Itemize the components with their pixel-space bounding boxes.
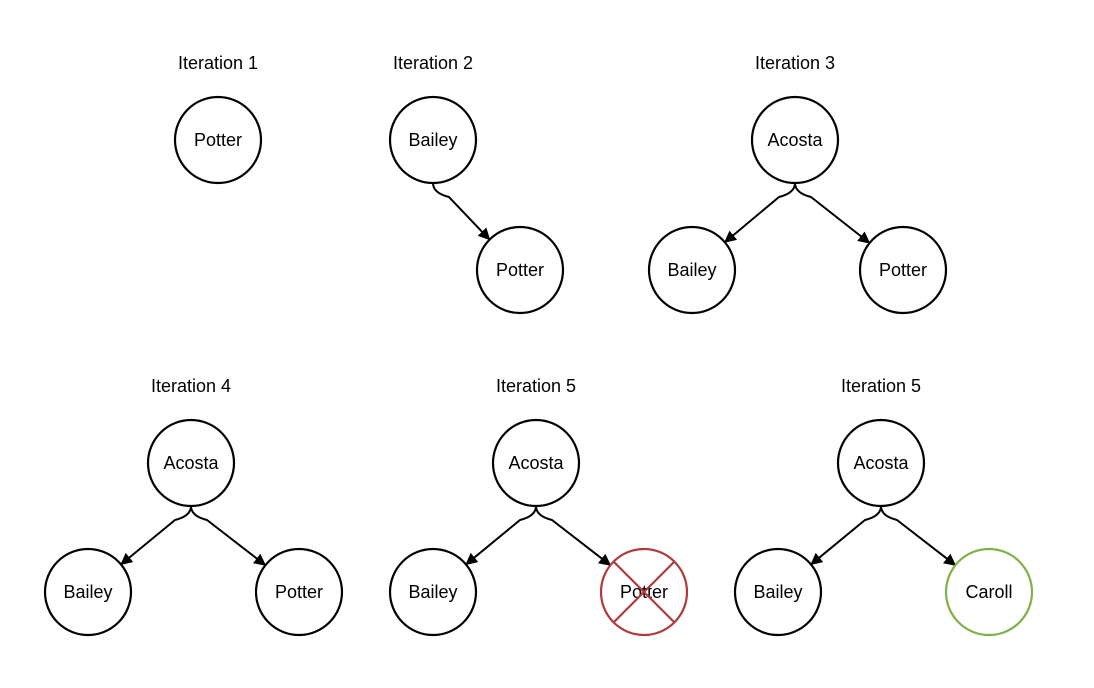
node-potter: Potter <box>254 547 344 637</box>
node-acosta: Acosta <box>750 95 840 185</box>
edge-n1-to-n2 <box>432 182 491 241</box>
edge-n1-to-n2 <box>810 505 882 566</box>
node-potter: Potter <box>858 225 948 315</box>
iteration-6-title: Iteration 5 <box>841 376 921 396</box>
node-circle <box>750 95 840 185</box>
node-potter: Potter <box>173 95 263 185</box>
node-circle <box>491 418 581 508</box>
node-label: Bailey <box>408 582 457 602</box>
node-potter: Potter <box>599 547 689 637</box>
node-label: Potter <box>194 130 242 150</box>
node-circle <box>858 225 948 315</box>
edge-n1-to-n3 <box>535 505 612 566</box>
node-label: Acosta <box>853 453 909 473</box>
node-acosta: Acosta <box>146 418 236 508</box>
iteration-2-title: Iteration 2 <box>393 53 473 73</box>
node-label: Potter <box>879 260 927 280</box>
node-circle <box>836 418 926 508</box>
node-label: Potter <box>275 582 323 602</box>
node-circle <box>43 547 133 637</box>
node-label: Caroll <box>965 582 1012 602</box>
node-circle <box>733 547 823 637</box>
edge-n1-to-n3 <box>190 505 267 566</box>
node-caroll: Caroll <box>944 547 1034 637</box>
node-label: Acosta <box>767 130 823 150</box>
edge-n1-to-n2 <box>724 182 796 243</box>
iteration-3-title: Iteration 3 <box>755 53 835 73</box>
node-circle <box>944 547 1034 637</box>
node-label: Potter <box>496 260 544 280</box>
iteration-1-graph: Potter <box>173 95 263 185</box>
node-circle <box>388 547 478 637</box>
node-label: Bailey <box>667 260 716 280</box>
node-circle <box>173 95 263 185</box>
deleted-cross-line-2 <box>612 560 676 624</box>
node-circle <box>146 418 236 508</box>
node-circle <box>254 547 344 637</box>
node-bailey: Bailey <box>733 547 823 637</box>
edge-n1-to-n3 <box>794 182 871 244</box>
iteration-5-title: Iteration 5 <box>496 376 576 396</box>
node-bailey: Bailey <box>388 547 478 637</box>
node-circle <box>647 225 737 315</box>
node-label: Bailey <box>408 130 457 150</box>
edge-n1-to-n2 <box>465 505 537 566</box>
node-acosta: Acosta <box>836 418 926 508</box>
node-bailey: Bailey <box>647 225 737 315</box>
node-label: Acosta <box>508 453 564 473</box>
node-bailey: Bailey <box>388 95 478 185</box>
edge-n1-to-n2 <box>120 505 192 566</box>
iteration-1-title: Iteration 1 <box>178 53 258 73</box>
node-circle <box>475 225 565 315</box>
node-acosta: Acosta <box>491 418 581 508</box>
node-bailey: Bailey <box>43 547 133 637</box>
node-circle <box>388 95 478 185</box>
node-potter: Potter <box>475 225 565 315</box>
node-label: Bailey <box>753 582 802 602</box>
node-label: Acosta <box>163 453 219 473</box>
edge-n1-to-n3 <box>880 505 957 566</box>
iteration-4-title: Iteration 4 <box>151 376 231 396</box>
node-label: Bailey <box>63 582 112 602</box>
